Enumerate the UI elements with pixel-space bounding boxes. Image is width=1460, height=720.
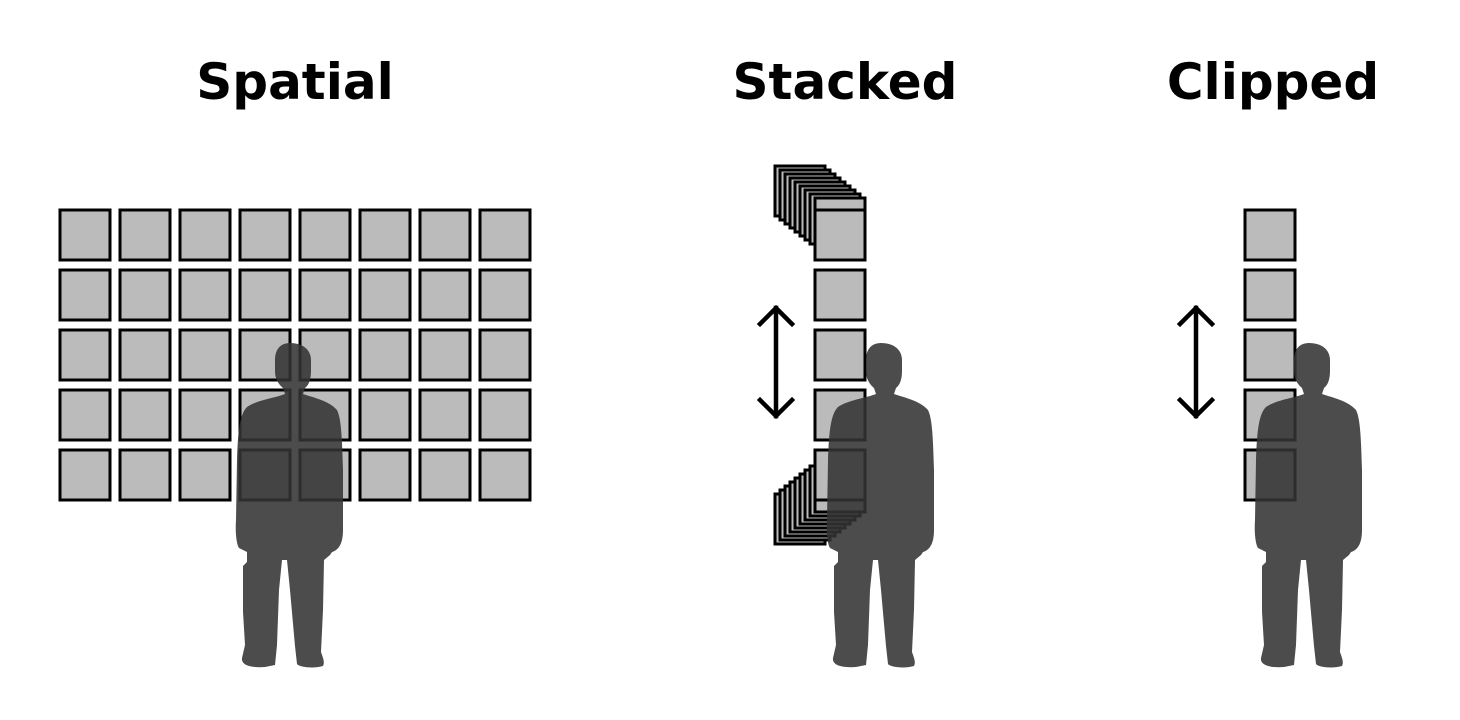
tile [298, 268, 352, 322]
tile [58, 388, 112, 442]
title-clipped: Clipped [1166, 53, 1380, 111]
tile [58, 208, 112, 262]
title-stacked: Stacked [732, 53, 958, 111]
tile [358, 208, 412, 262]
tile [418, 208, 472, 262]
tile [478, 268, 532, 322]
double-arrow-vertical-icon [760, 308, 792, 416]
tile [478, 208, 532, 262]
tile [238, 268, 292, 322]
tile [118, 268, 172, 322]
tile [418, 328, 472, 382]
tile [178, 208, 232, 262]
tile [358, 268, 412, 322]
title-spatial: Spatial [196, 53, 394, 111]
tile [238, 208, 292, 262]
tile [58, 448, 112, 502]
visible-tile [1243, 208, 1297, 262]
tile [178, 388, 232, 442]
visible-tile [1243, 328, 1297, 382]
visible-tile [813, 328, 867, 382]
tile [58, 268, 112, 322]
tile [58, 328, 112, 382]
visible-tile [1243, 268, 1297, 322]
visible-tile [813, 208, 867, 262]
double-arrow-vertical-icon [1180, 308, 1212, 416]
tile [118, 208, 172, 262]
tile [178, 268, 232, 322]
tile [178, 448, 232, 502]
spatial-panel [58, 208, 532, 502]
tile [178, 328, 232, 382]
tile [478, 388, 532, 442]
tile [298, 208, 352, 262]
tile [358, 448, 412, 502]
tile [418, 388, 472, 442]
tile [118, 328, 172, 382]
tile [418, 268, 472, 322]
tile [118, 388, 172, 442]
tile [358, 388, 412, 442]
tile [478, 448, 532, 502]
tile [118, 448, 172, 502]
tile [358, 328, 412, 382]
tile [478, 328, 532, 382]
visible-tile [813, 268, 867, 322]
tile [418, 448, 472, 502]
